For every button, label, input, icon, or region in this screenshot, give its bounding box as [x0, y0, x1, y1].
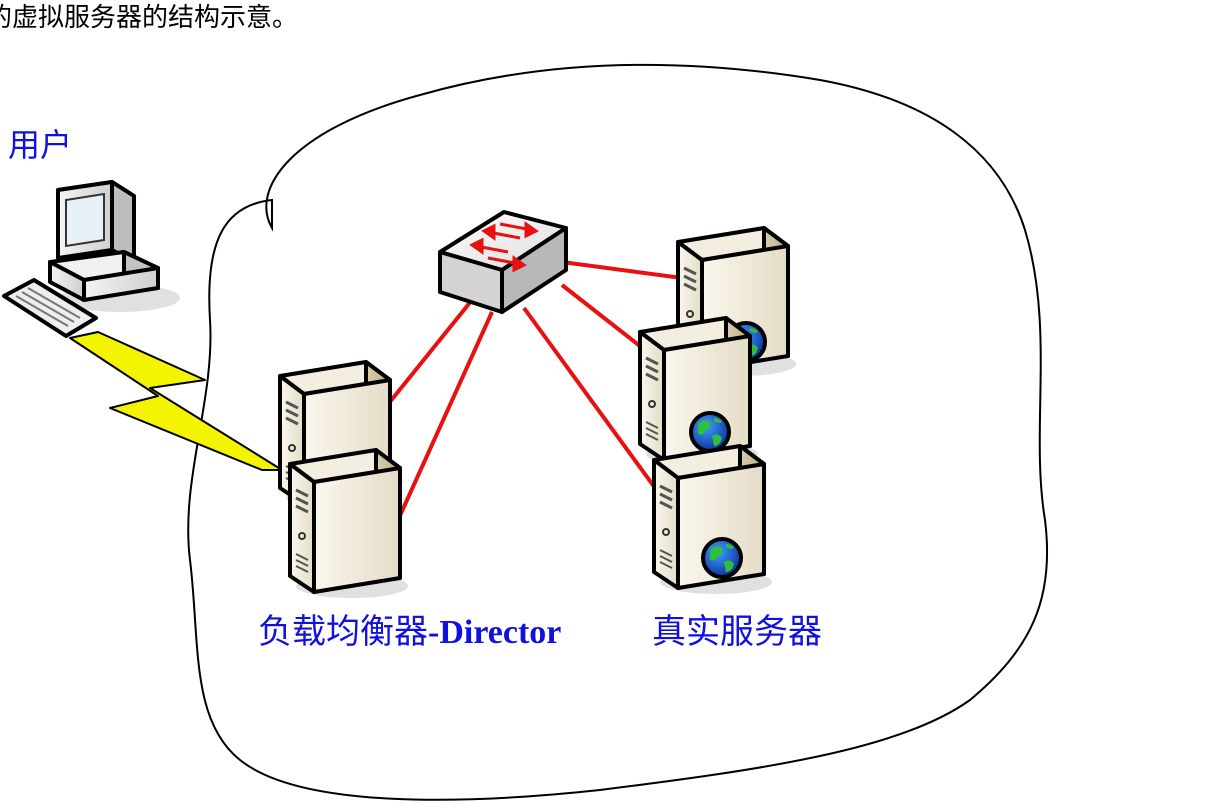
user-label: 用户 — [8, 126, 73, 164]
user-computer-icon — [2, 180, 180, 338]
director-label: 负载均衡器-Director — [258, 604, 561, 653]
network-switch-icon — [438, 210, 568, 314]
real-servers-label: 真实服务器 — [652, 612, 822, 652]
director-label-cn: 负载均衡器 — [258, 612, 428, 652]
real-server-icon — [652, 444, 774, 596]
real-server-icon — [638, 316, 760, 468]
director-label-latin: -Director — [428, 614, 562, 651]
network-links — [383, 260, 683, 521]
lightning-link — [69, 331, 283, 471]
director-server-icon — [278, 360, 410, 600]
caption-text: 的虚拟服务器的结构示意。 — [0, 3, 299, 33]
cluster-boundary — [187, 63, 1049, 801]
